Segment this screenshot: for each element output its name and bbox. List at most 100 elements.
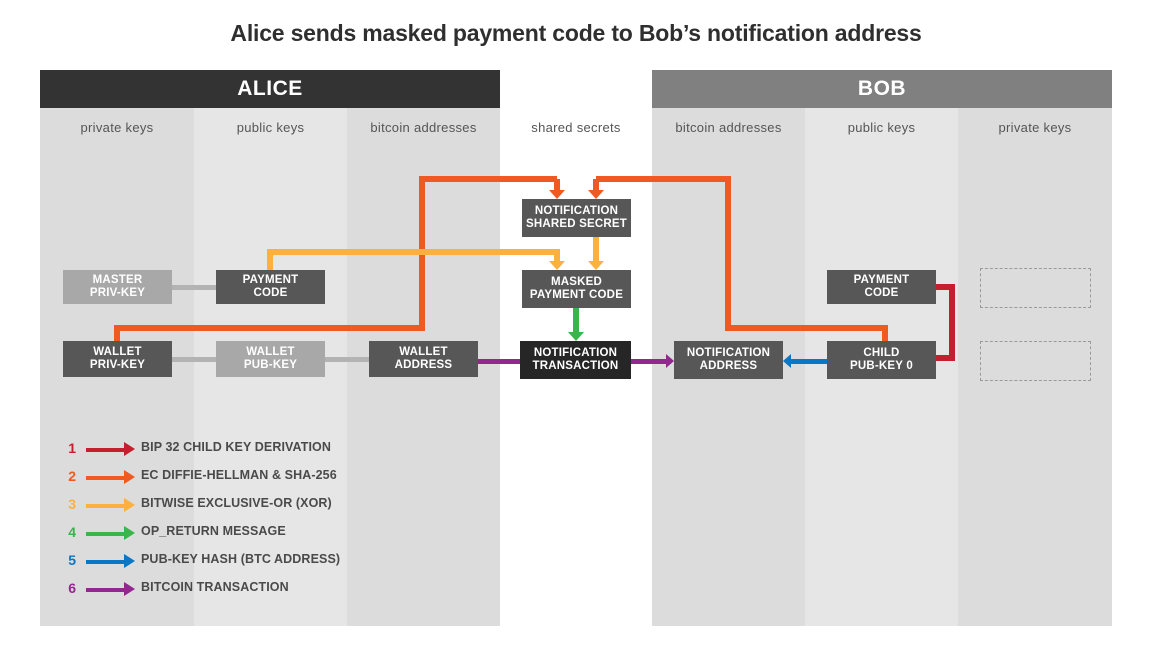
node-label-line: TRANSACTION	[532, 360, 619, 372]
legend-arrow-icon	[86, 588, 124, 592]
column-band-bob-private-keys	[958, 146, 1112, 626]
pubkeyhash-arrowhead	[783, 354, 791, 368]
edh-bob-top-run	[596, 176, 731, 182]
xor-paycode-drop	[554, 252, 560, 263]
edh-alice-arrowhead	[549, 189, 565, 199]
node-label-line: PAYMENT	[242, 274, 299, 286]
legend-number: 3	[68, 496, 76, 512]
column-header-bob-bitcoin-addresses: bitcoin addresses	[652, 108, 805, 146]
column-band-alice-private-keys	[40, 146, 194, 626]
edh-bob-vertical-up	[725, 176, 731, 331]
pubkeyhash-line	[790, 358, 827, 364]
legend-arrow-icon	[86, 532, 124, 536]
edh-bob-horizontal	[731, 325, 888, 331]
legend-arrowhead-icon	[124, 582, 135, 596]
party-header-bob: BOB	[652, 70, 1112, 108]
opreturn-arrowhead	[568, 331, 584, 341]
bip32-vertical	[949, 287, 955, 355]
node-label-line: ADDRESS	[394, 359, 453, 371]
node-label-line: WALLET	[399, 346, 448, 358]
legend-label: OP_RETURN MESSAGE	[141, 524, 286, 538]
legend-label: EC DIFFIE-HELLMAN & SHA-256	[141, 468, 337, 482]
edh-alice-priv-riser	[114, 325, 120, 341]
xor-secret-drop	[593, 237, 599, 263]
column-header-shared-secrets: shared secrets	[500, 108, 652, 146]
node-label-line: MASKED	[550, 276, 603, 288]
legend-label: BITWISE EXCLUSIVE-OR (XOR)	[141, 496, 332, 510]
node-label-line: PAYMENT	[853, 274, 910, 286]
xor-secret-arrowhead	[588, 260, 604, 270]
legend-arrowhead-icon	[124, 526, 135, 540]
legend-label: BIP 32 CHILD KEY DERIVATION	[141, 440, 332, 454]
edh-bob-arrowhead	[588, 189, 604, 199]
legend-arrow-icon	[86, 476, 124, 480]
node-label-line: PAYMENT CODE	[529, 289, 624, 301]
bip32-top-run	[936, 284, 955, 290]
legend-arrow-icon	[86, 448, 124, 452]
column-header-alice-public-keys: public keys	[194, 108, 347, 146]
column-band-bob-public-keys	[805, 146, 958, 626]
node-label-line: PRIV-KEY	[89, 359, 146, 371]
edh-alice-drop	[554, 179, 560, 192]
link-wallet-pub-to-address	[325, 356, 369, 362]
legend-number: 4	[68, 524, 76, 540]
legend-number: 5	[68, 552, 76, 568]
legend-arrowhead-icon	[124, 554, 135, 568]
legend-arrow-icon	[86, 504, 124, 508]
node-label-line: WALLET	[246, 346, 295, 358]
node-label-line: NOTIFICATION	[533, 347, 618, 359]
link-master-to-payment-code	[172, 284, 216, 290]
xor-paycode-riser	[267, 249, 273, 270]
legend-arrowhead-icon	[124, 498, 135, 512]
column-header-alice-private-keys: private keys	[40, 108, 194, 146]
legend-number: 6	[68, 580, 76, 596]
legend-label: PUB-KEY HASH (BTC ADDRESS)	[141, 552, 341, 566]
node-label-line: PUB-KEY	[243, 359, 298, 371]
node-label-line: ADDRESS	[699, 360, 758, 372]
xor-paycode-arrowhead	[549, 260, 565, 270]
edh-bob-drop	[593, 179, 599, 192]
node-label-line: SHARED SECRET	[525, 218, 627, 230]
edh-alice-horizontal	[114, 325, 425, 331]
node-label-line: PRIV-KEY	[89, 287, 146, 299]
node-bob-priv-key-ghost-top[interactable]	[980, 268, 1091, 308]
node-label-line: CODE	[253, 287, 288, 299]
xor-paycode-horizontal	[267, 249, 560, 255]
btctx-notification-to-address	[631, 358, 667, 364]
node-label-line: WALLET	[93, 346, 142, 358]
node-label-line: CODE	[864, 287, 899, 299]
legend-number: 2	[68, 468, 76, 484]
btctx-arrowhead	[665, 354, 674, 368]
legend-arrow-icon	[86, 560, 124, 564]
legend-arrowhead-icon	[124, 442, 135, 456]
node-label-line: NOTIFICATION	[534, 205, 619, 217]
btctx-address-to-notification	[478, 358, 520, 364]
column-header-alice-bitcoin-addresses: bitcoin addresses	[347, 108, 500, 146]
column-header-bob-private-keys: private keys	[958, 108, 1112, 146]
edh-alice-top-run	[419, 176, 557, 182]
legend-number: 1	[68, 440, 76, 456]
legend-arrowhead-icon	[124, 470, 135, 484]
node-label-line: NOTIFICATION	[686, 347, 771, 359]
edh-bob-riser	[882, 325, 888, 341]
legend-label: BITCOIN TRANSACTION	[141, 580, 289, 594]
node-bob-priv-key-ghost-bottom[interactable]	[980, 341, 1091, 381]
column-band-alice-public-keys	[194, 146, 347, 626]
page-title: Alice sends masked payment code to Bob’s…	[230, 20, 922, 46]
link-wallet-priv-to-pub	[172, 356, 216, 362]
node-label-line: PUB-KEY 0	[850, 360, 913, 372]
opreturn-drop	[573, 308, 579, 334]
party-header-alice: ALICE	[40, 70, 500, 108]
